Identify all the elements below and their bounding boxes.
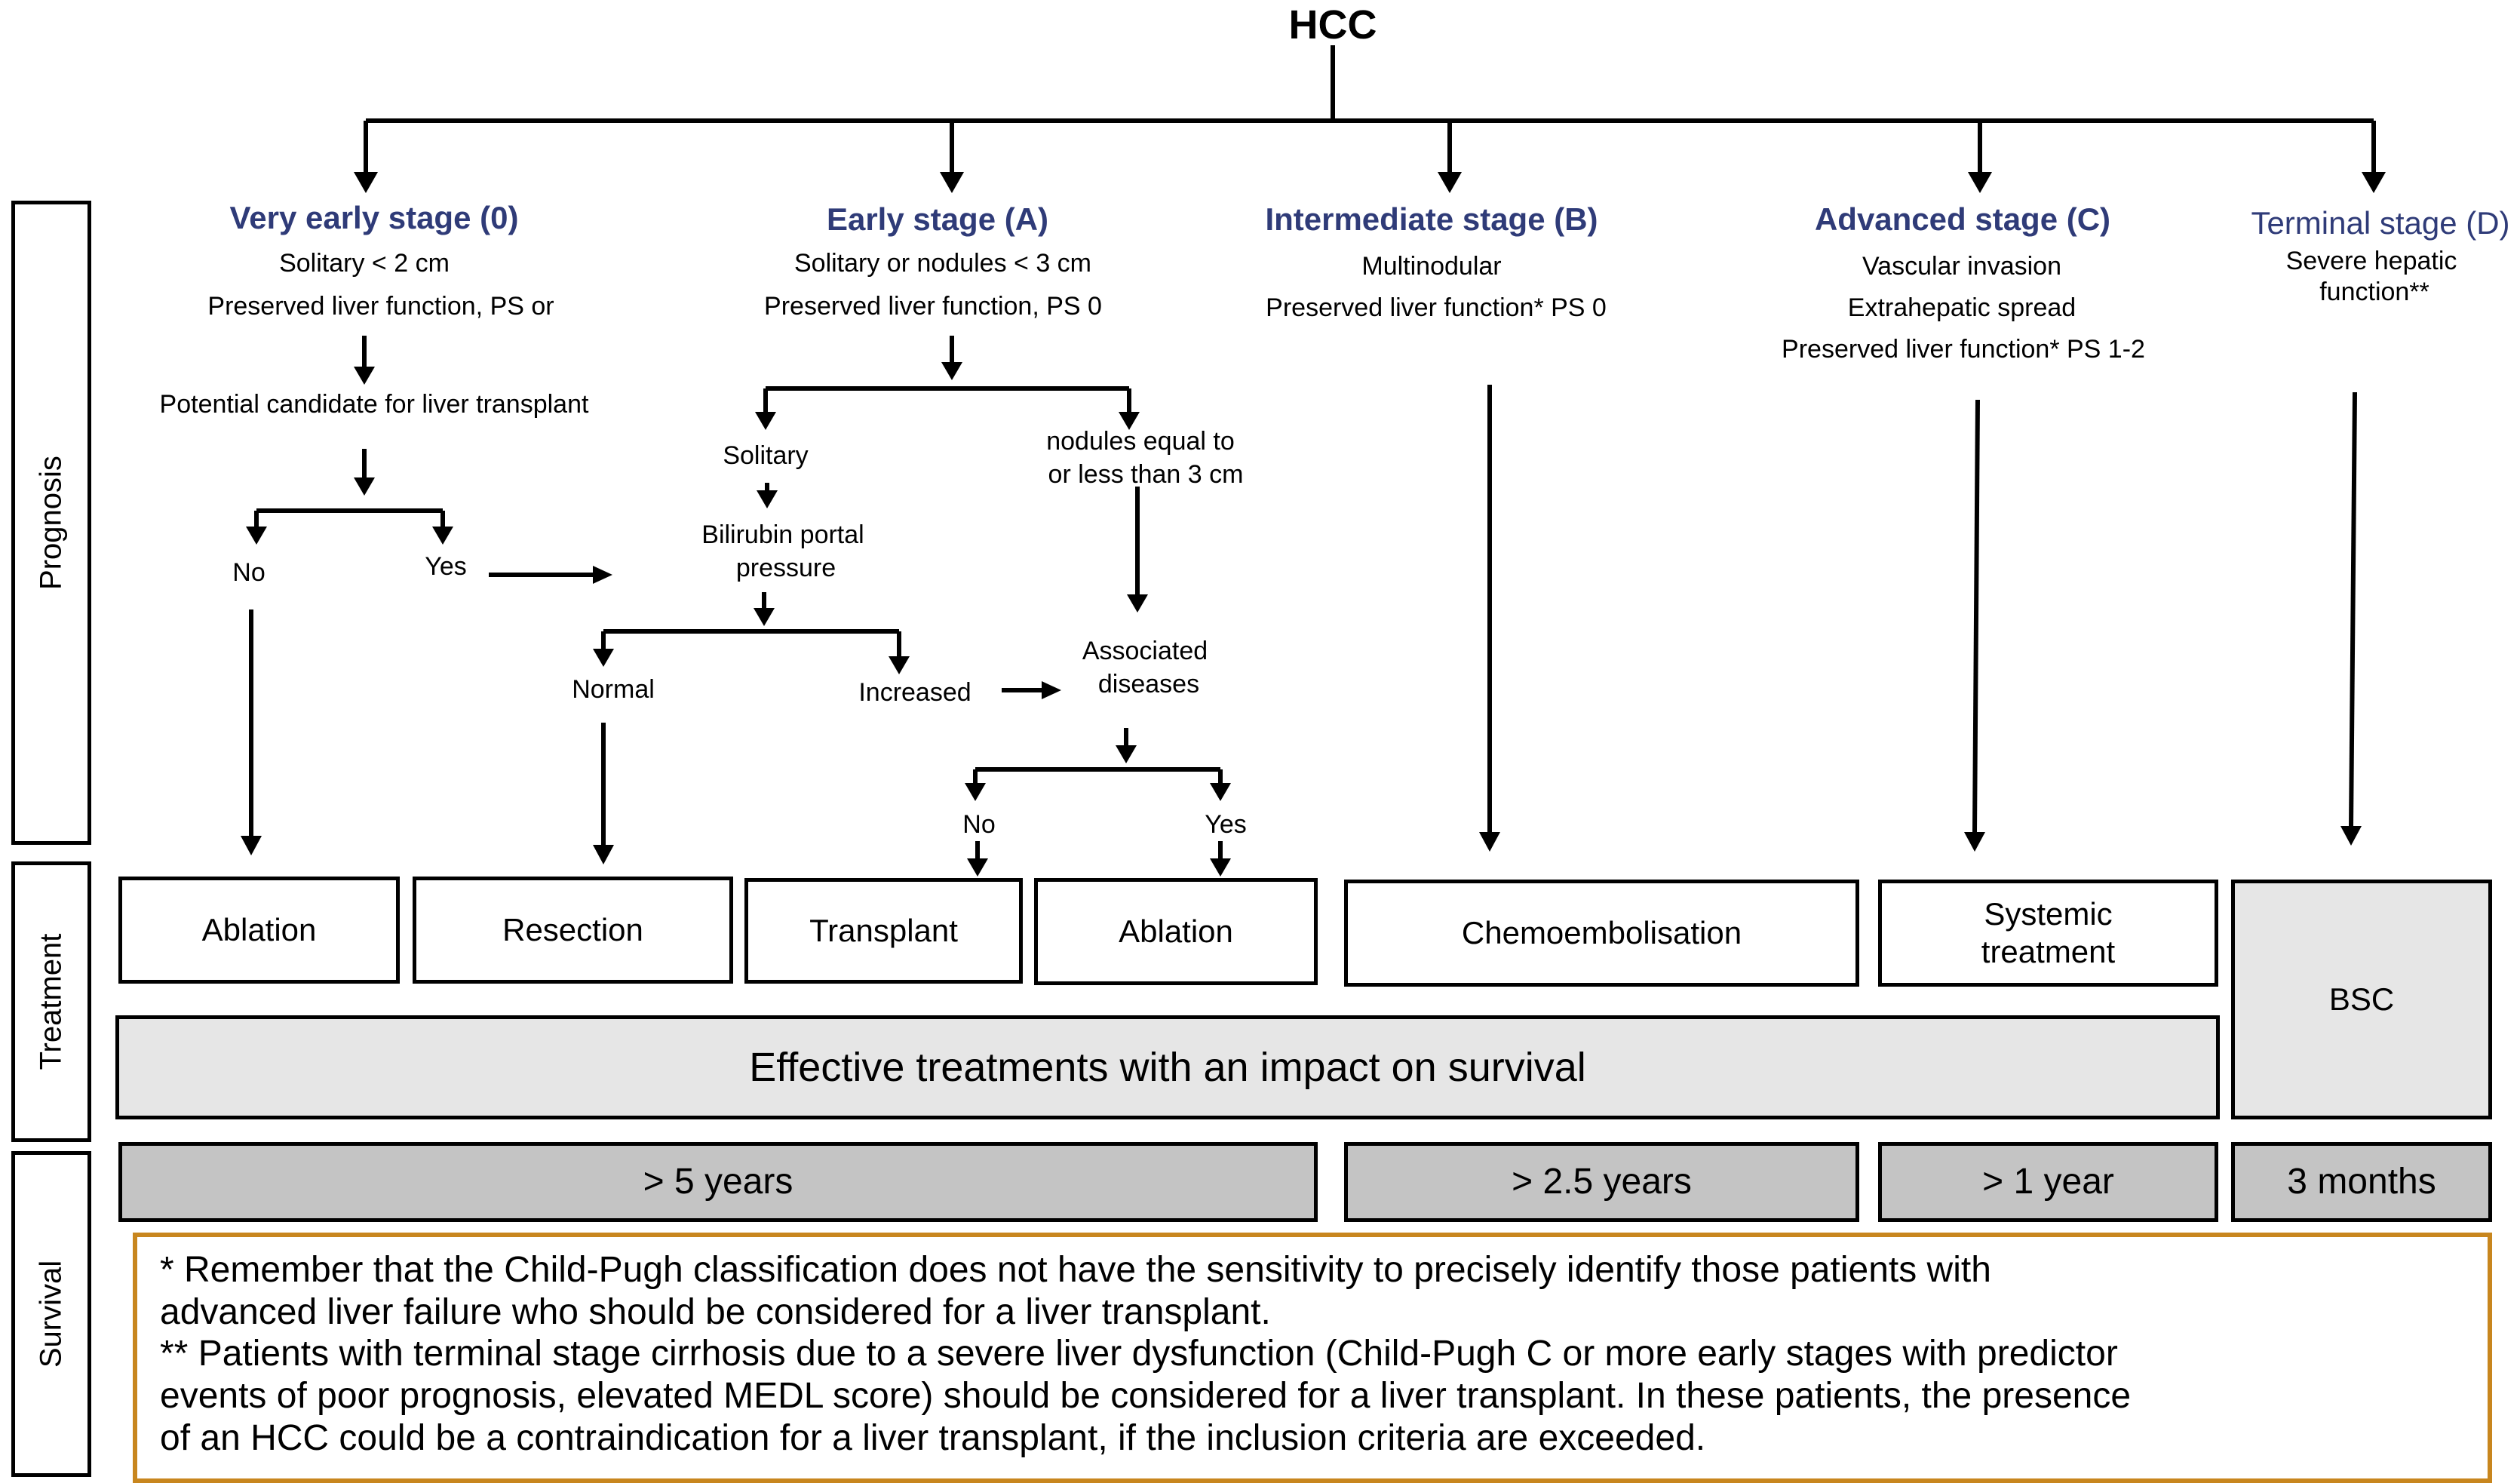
early-line-2: Preserved liver function, PS 0	[764, 292, 1102, 321]
stage-title-intermediate: Intermediate stage (B)	[1265, 201, 1598, 237]
diagram-title: HCC	[1288, 2, 1377, 48]
footnote-box: * Remember that the Child-Pugh classific…	[133, 1233, 2492, 1483]
early-bilirubin-1: Bilirubin portal	[701, 520, 864, 549]
treatment-ablation-2: Ablation	[1034, 878, 1318, 985]
treatment-chemoembolisation: Chemoembolisation	[1344, 880, 1859, 987]
early-nodules-1: nodules equal to	[1046, 427, 1235, 456]
stage-title-early: Early stage (A)	[826, 201, 1049, 237]
early-nodules-2: or less than 3 cm	[1048, 460, 1244, 489]
early-associated-1: Associated	[1082, 637, 1208, 665]
footnote-line-3: ** Patients with terminal stage cirrhosi…	[160, 1334, 2118, 1374]
footnote-line-2: advanced liver failure who should be con…	[160, 1291, 1271, 1332]
stage-title-terminal: Terminal stage (D)	[2251, 205, 2510, 241]
early-associated-2: diseases	[1097, 670, 1200, 699]
stage-title-advanced: Advanced stage (C)	[1814, 201, 2111, 237]
treatment-transplant: Transplant	[744, 878, 1023, 984]
prognosis-section: Prognosis	[11, 201, 91, 845]
treatment-label: Treatment	[34, 933, 68, 1070]
treatment-ablation-1: Ablation	[118, 877, 400, 984]
very-early-yes: Yes	[425, 552, 467, 581]
prognosis-label: Prognosis	[34, 456, 68, 590]
advanced-line-1: Vascular invasion	[1862, 252, 2061, 281]
survival-label: Survival	[34, 1260, 68, 1368]
early-normal: Normal	[572, 675, 655, 704]
early-bilirubin-2: pressure	[735, 554, 836, 582]
systemic-line-1: Systemic	[1984, 895, 2113, 932]
footnote-line-1: * Remember that the Child-Pugh classific…	[160, 1250, 1991, 1290]
intermediate-line-2: Preserved liver function* PS 0	[1266, 293, 1607, 322]
treatment-bsc: BSC	[2231, 880, 2492, 1119]
effective-treatments-bar: Effective treatments with an impact on s…	[115, 1015, 2220, 1119]
systemic-line-2: treatment	[1981, 934, 2116, 969]
advanced-line-3: Preserved liver function* PS 1-2	[1782, 335, 2145, 364]
advanced-line-2: Extrahepatic spread	[1847, 293, 2076, 322]
treatment-resection: Resection	[413, 877, 733, 984]
survival-very-early-early: > 5 years	[118, 1142, 1318, 1222]
early-yes: Yes	[1205, 810, 1247, 839]
very-early-candidate: Potential candidate for liver transplant	[159, 390, 589, 419]
early-line-1: Solitary or nodules < 3 cm	[793, 249, 1092, 278]
terminal-line-2: function**	[2319, 278, 2429, 306]
very-early-no: No	[232, 558, 266, 587]
survival-advanced: > 1 year	[1878, 1142, 2218, 1222]
very-early-line-1: Solitary < 2 cm	[279, 249, 450, 278]
early-no: No	[962, 810, 996, 839]
footnote-line-5: of an HCC could be a contraindication fo…	[160, 1417, 1706, 1458]
intermediate-line-1: Multinodular	[1361, 252, 1502, 281]
footnote-line-4: events of poor prognosis, elevated MEDL …	[160, 1376, 2132, 1417]
very-early-line-2: Preserved liver function, PS or	[207, 292, 554, 321]
terminal-line-1: Severe hepatic	[2285, 247, 2457, 275]
stage-title-very-early: Very early stage (0)	[229, 200, 519, 235]
early-increased: Increased	[858, 678, 971, 707]
survival-intermediate: > 2.5 years	[1344, 1142, 1859, 1222]
survival-section: Survival	[11, 1151, 91, 1477]
treatment-systemic: Systemic treatment	[1878, 880, 2218, 987]
survival-terminal: 3 months	[2231, 1142, 2492, 1222]
early-solitary: Solitary	[723, 441, 809, 470]
treatment-section: Treatment	[11, 861, 91, 1142]
